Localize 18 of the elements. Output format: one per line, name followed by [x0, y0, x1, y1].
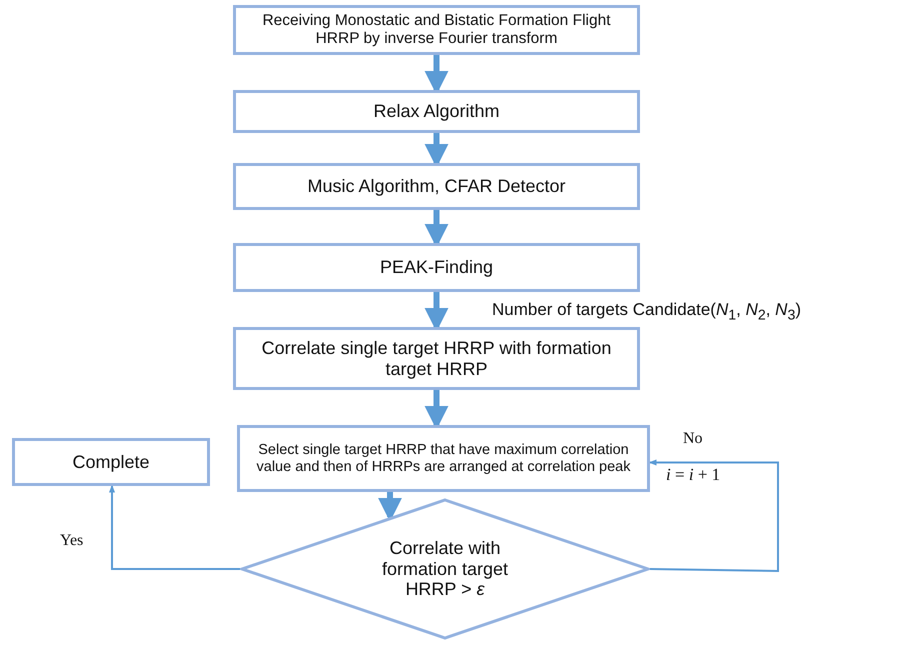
decision-diamond — [240, 498, 650, 640]
process-box — [233, 327, 640, 390]
process-box — [233, 5, 640, 55]
node-text: Correlate with formation target HRRP > ε — [380, 538, 510, 600]
node-text: PEAK-Finding — [380, 257, 494, 278]
process-box — [233, 90, 640, 133]
arrow — [648, 460, 779, 572]
node-text: Correlate single target HRRP with formation target HRRP — [260, 338, 612, 380]
node-text: Music Algorithm, CFAR Detector — [307, 176, 566, 197]
process-box — [233, 243, 640, 292]
process-box — [237, 425, 650, 492]
node-text: Receiving Monostatic and Bistatic Formation Flight HRRP by inverse Fourier transform — [261, 12, 612, 48]
node-text: Relax Algorithm — [373, 101, 500, 122]
node-text: Complete — [72, 452, 150, 472]
arrow — [109, 484, 240, 570]
process-box — [233, 163, 640, 210]
process-box — [12, 438, 210, 486]
node-text: Select single target HRRP that have maximum correlation value and then of HRRPs are arranged at correlation peak — [256, 442, 632, 476]
